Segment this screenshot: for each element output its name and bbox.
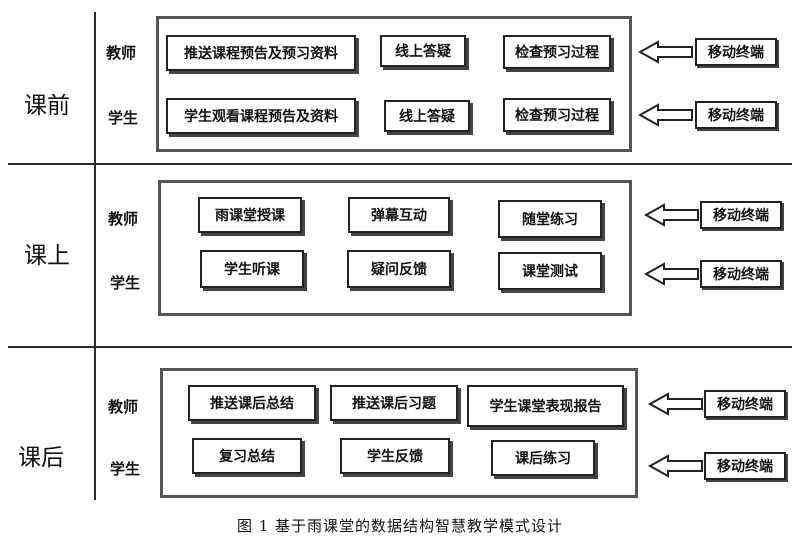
left-arrow-icon [648,392,703,416]
phase-label-after-class: 课后 [18,445,64,471]
activity-box: 学生观看课程预告及资料 [166,98,356,134]
activity-box: 线上答疑 [384,100,470,132]
activity-box: 学生听课 [200,250,304,288]
activity-box: 线上答疑 [380,35,466,67]
activity-box: 检查预习过程 [503,35,611,69]
left-arrow-icon [638,103,693,127]
activity-box: 检查预习过程 [503,98,611,132]
activity-box: 课堂测试 [498,252,602,290]
activity-box: 复习总结 [192,438,302,474]
mobile-terminal-box: 移动终端 [704,390,786,418]
mobile-terminal-box: 移动终端 [695,38,777,66]
activity-box: 推送课程预告及预习资料 [166,35,356,71]
activity-box: 弹幕互动 [348,197,450,233]
role-label-student: 学生 [110,274,141,292]
role-label-student: 学生 [108,109,139,127]
phase-separator-2 [8,346,792,348]
role-label-teacher: 教师 [106,44,137,62]
role-label-student: 学生 [110,460,141,478]
left-arrow-icon [648,454,703,478]
activity-box: 推送课后习题 [330,385,458,421]
activity-box: 课后练习 [491,440,595,476]
role-label-teacher: 教师 [108,398,139,416]
figure-caption: 图 1 基于雨课堂的数据结构智慧教学模式设计 [236,517,564,535]
mobile-terminal-box: 移动终端 [700,260,782,288]
phase-label-before-class: 课前 [24,93,70,119]
role-label-teacher: 教师 [108,210,139,228]
phase-divider-vertical [94,12,96,500]
mobile-terminal-box: 移动终端 [700,201,782,229]
phase-separator-1 [8,163,792,165]
left-arrow-icon [644,203,699,227]
mobile-terminal-box: 移动终端 [695,101,777,129]
activity-box: 学生反馈 [340,438,450,474]
left-arrow-icon [638,40,693,64]
activity-box: 随堂练习 [498,200,602,238]
activity-box: 疑问反馈 [347,250,451,288]
activity-box: 雨课堂授课 [198,197,302,233]
activity-box: 学生课堂表现报告 [467,385,624,427]
mobile-terminal-box: 移动终端 [704,452,786,480]
left-arrow-icon [644,262,699,286]
activity-box: 推送课后总结 [188,385,316,421]
phase-label-in-class: 课上 [24,243,70,269]
